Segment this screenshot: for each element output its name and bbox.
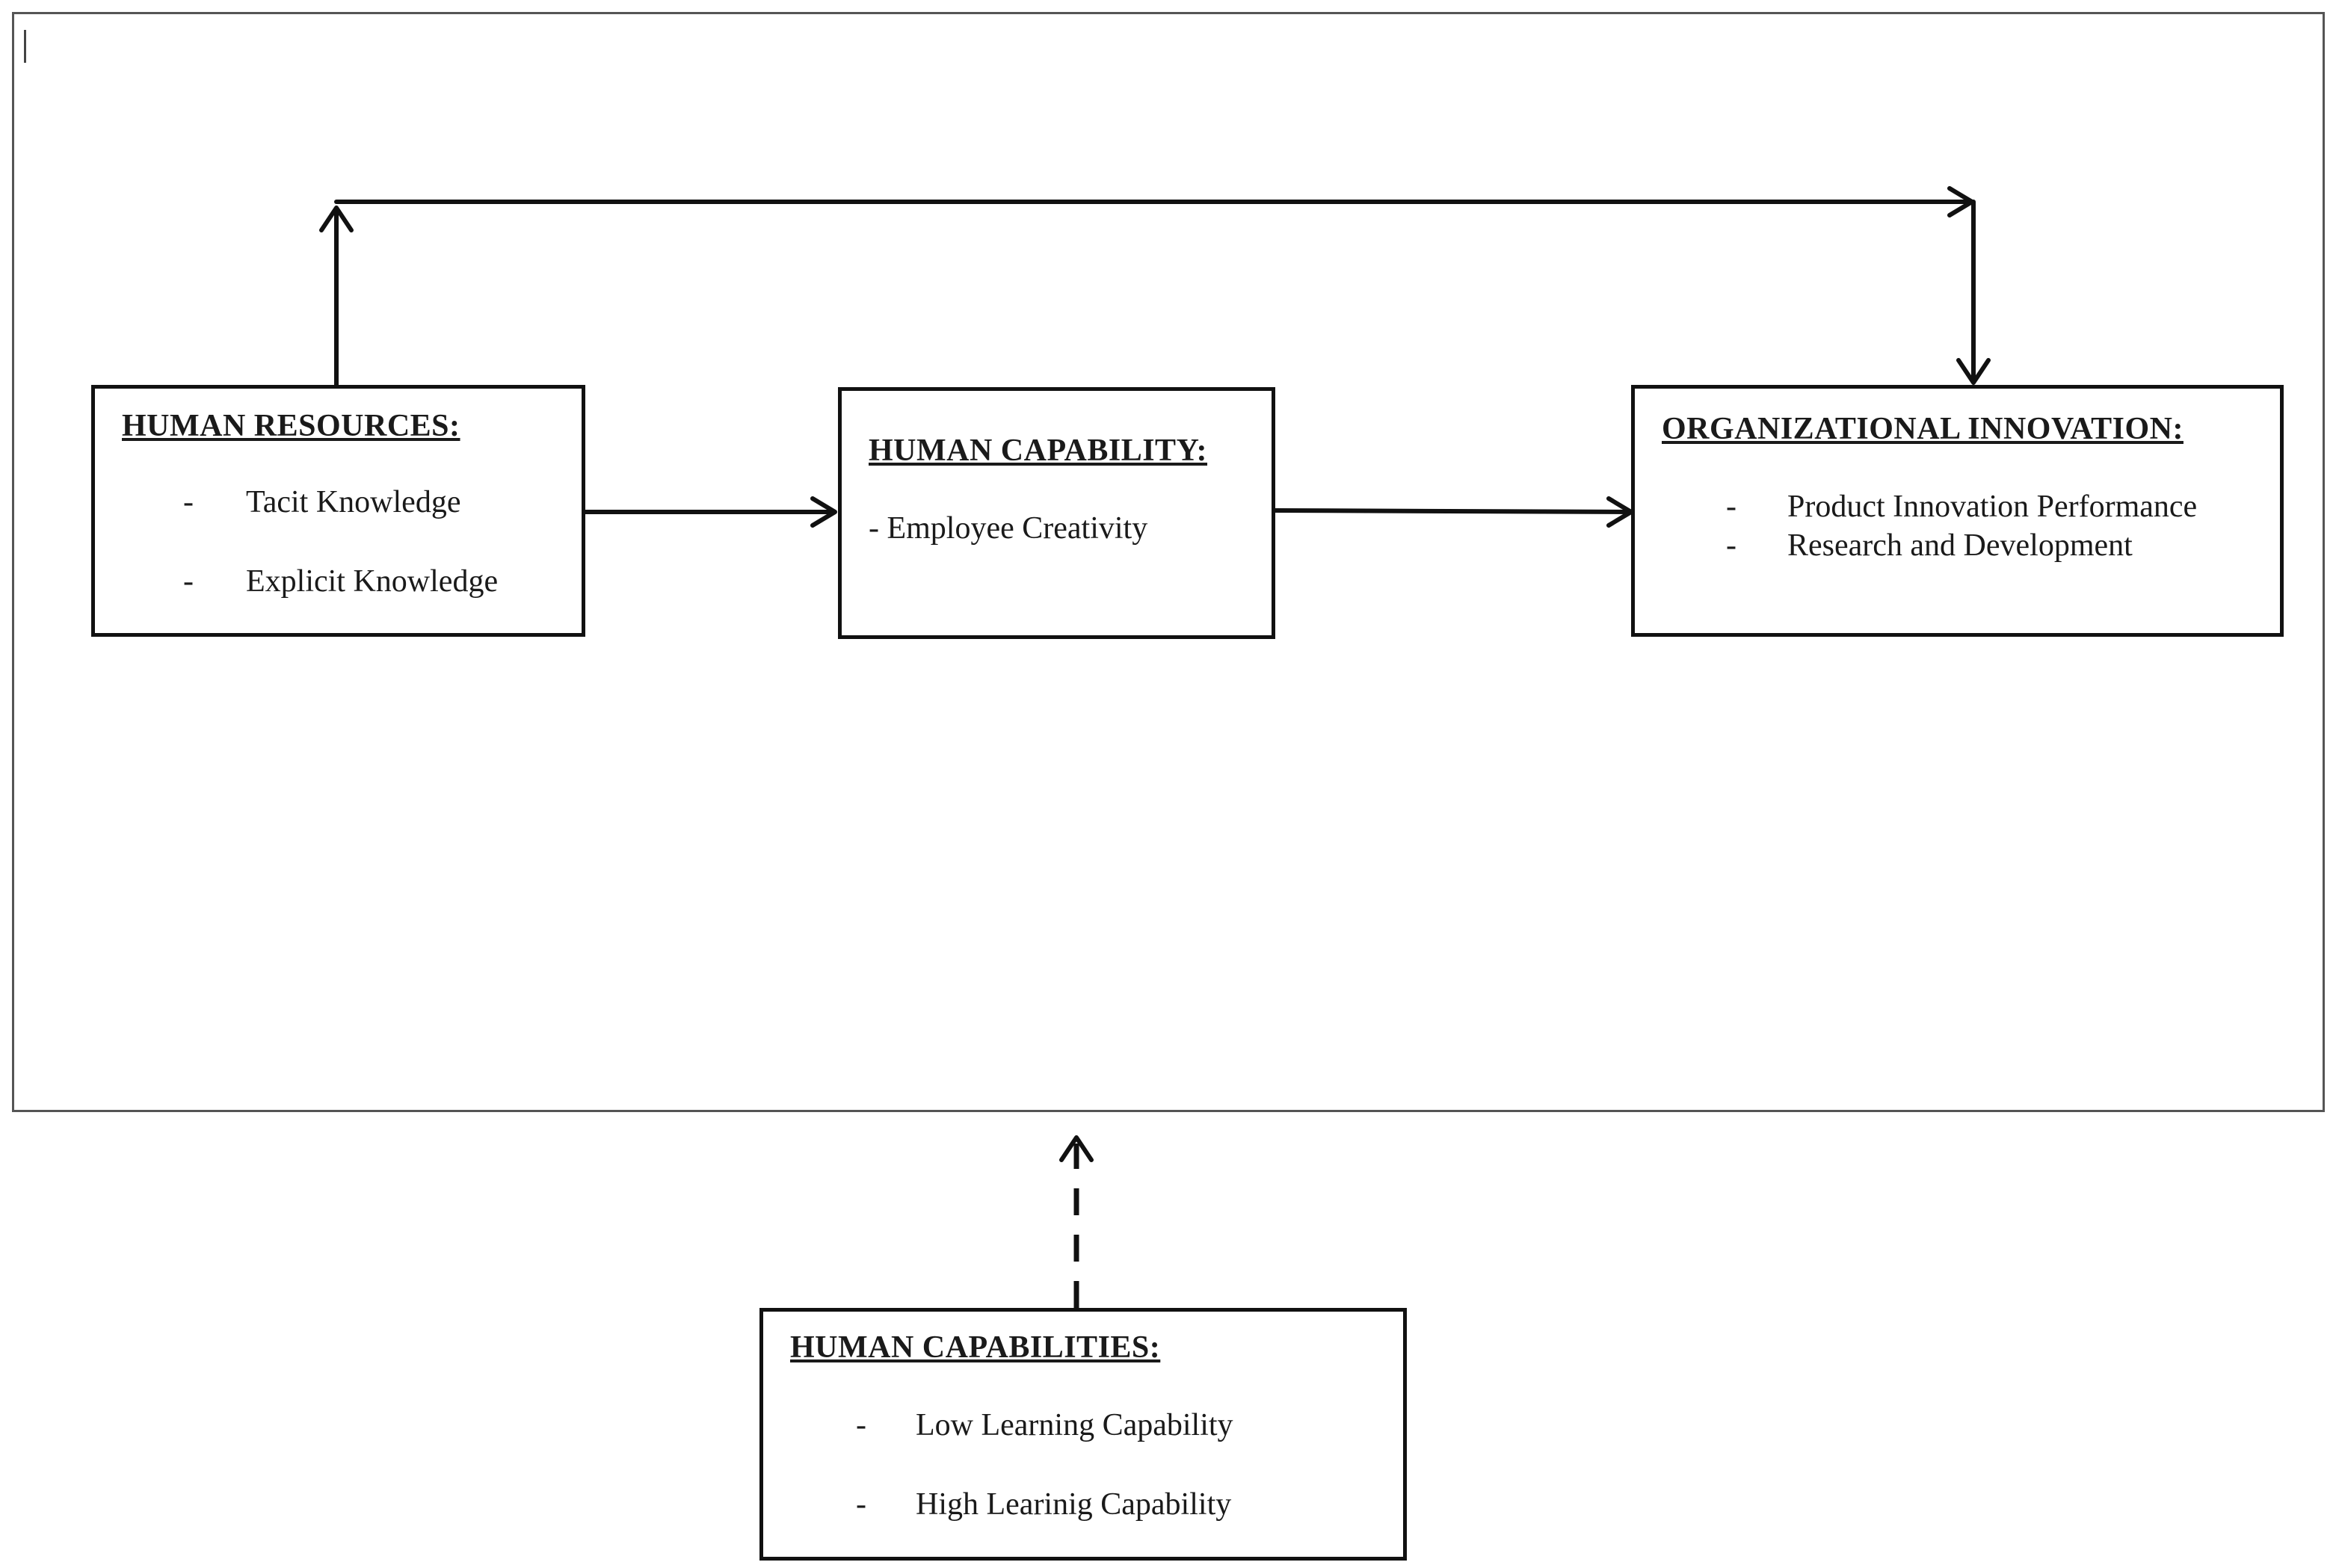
human-capability-box: HUMAN CAPABILITY: - Employee Creativity (838, 387, 1275, 639)
human-capability-title: HUMAN CAPABILITY: (869, 433, 1208, 468)
bullet-dash: - (1726, 490, 1736, 524)
organizational-innovation-title: ORGANIZATIONAL INNOVATION: (1662, 412, 2184, 446)
organizational-innovation-box: ORGANIZATIONAL INNOVATION: - Product Inn… (1631, 385, 2284, 637)
human-capabilities-title: HUMAN CAPABILITIES: (790, 1330, 1161, 1365)
hc-to-oi-line (1273, 508, 1632, 514)
human-resources-title: HUMAN RESOURCES: (122, 409, 460, 443)
hr-to-hc-arrowhead (810, 496, 837, 528)
bullet-dash: - (183, 564, 194, 599)
human-capabilities-box: HUMAN CAPABILITIES: - Low Learning Capab… (759, 1308, 1407, 1561)
bullet-dash: - (183, 485, 194, 519)
research-and-development-item: Research and Development (1787, 528, 2133, 563)
employee-creativity-item: - Employee Creativity (869, 511, 1148, 546)
product-innovation-performance-item: Product Innovation Performance (1787, 490, 2198, 524)
tacit-knowledge-item: Tacit Knowledge (246, 485, 461, 519)
model-frame (12, 12, 2325, 1112)
loop-up-arrowhead (319, 206, 354, 232)
bullet-dash: - (856, 1408, 866, 1442)
text-cursor (24, 30, 26, 63)
bullet-dash: - (1726, 528, 1736, 563)
low-learning-capability-item: Low Learning Capability (916, 1408, 1233, 1442)
explicit-knowledge-item: Explicit Knowledge (246, 564, 499, 599)
loop-down-arrowhead (1956, 358, 1991, 385)
bullet-dash: - (856, 1487, 866, 1522)
high-learning-capability-item: High Learinig Capability (916, 1487, 1232, 1522)
moderator-arrowhead (1059, 1135, 1094, 1162)
human-resources-box: HUMAN RESOURCES: - Tacit Knowledge - Exp… (91, 385, 585, 637)
